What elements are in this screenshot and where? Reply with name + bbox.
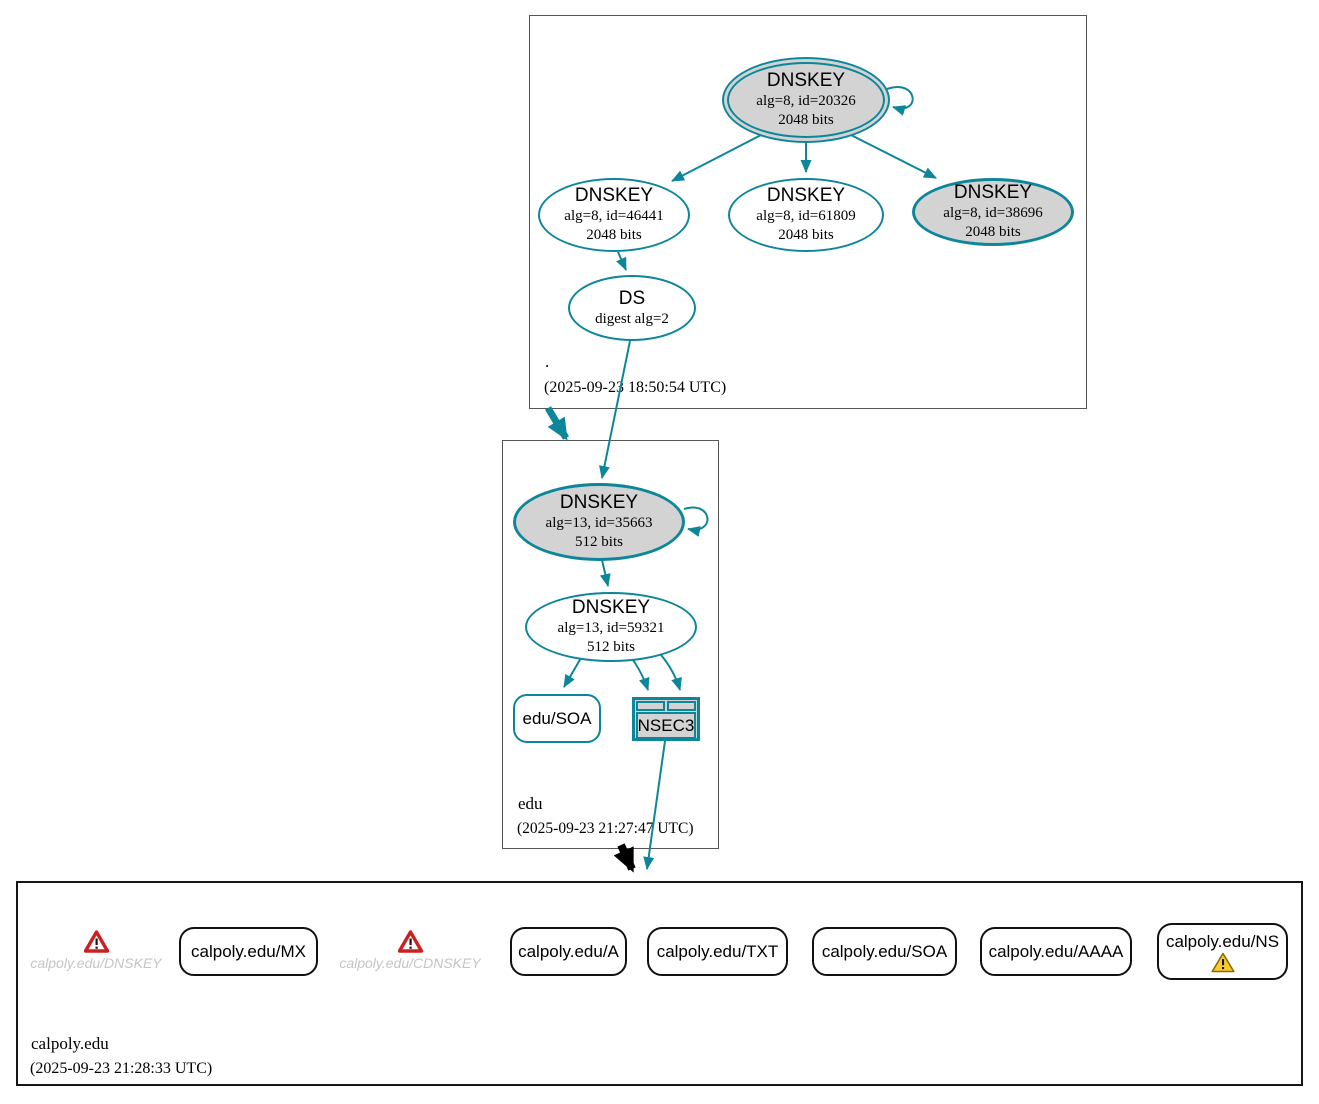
edu-zsk-node[interactable]: DNSKEY alg=13, id=59321 512 bits: [525, 592, 697, 662]
node-label: calpoly.edu/TXT: [656, 941, 779, 961]
node-label: calpoly.edu/MX: [191, 941, 306, 961]
node-title: DNSKEY: [766, 185, 846, 207]
nsec3-node[interactable]: NSEC3: [632, 697, 700, 741]
missing-rrset-dnskey[interactable]: calpoly.edu/DNSKEY: [26, 930, 166, 971]
zone-box-calpoly: [16, 881, 1303, 1086]
warning-icon-red: [397, 930, 423, 953]
node-title: DNSKEY: [953, 182, 1033, 204]
node-label: calpoly.edu/AAAA: [988, 941, 1124, 961]
node-alg-id: alg=8, id=38696: [943, 205, 1043, 222]
node-title: DNSKEY: [571, 597, 651, 619]
node-bits: 2048 bits: [965, 223, 1021, 240]
missing-rrset-label: calpoly.edu/CDNSKEY: [339, 955, 481, 971]
node-bits: 2048 bits: [778, 226, 834, 243]
root-zsk1-node[interactable]: DNSKEY alg=8, id=46441 2048 bits: [538, 178, 690, 252]
node-bits: 512 bits: [587, 638, 635, 655]
rrset-node-ns[interactable]: calpoly.edu/NS: [1157, 923, 1288, 980]
node-label: calpoly.edu/A: [518, 941, 619, 961]
rrset-node-soa[interactable]: calpoly.edu/SOA: [812, 927, 957, 976]
zone-timestamp-root: (2025-09-23 18:50:54 UTC): [544, 379, 727, 396]
node-alg-id: alg=13, id=35663: [545, 515, 653, 532]
node-bits: 2048 bits: [586, 226, 642, 243]
node-digest: digest alg=2: [595, 310, 669, 327]
zone-label-calpoly: calpoly.edu: [31, 1034, 109, 1053]
nsec3-label: NSEC3: [636, 712, 696, 739]
rrset-node-txt[interactable]: calpoly.edu/TXT: [647, 927, 788, 976]
rrset-node-aaaa[interactable]: calpoly.edu/AAAA: [980, 927, 1132, 976]
node-title: DS: [618, 287, 646, 309]
edu-soa-node[interactable]: edu/SOA: [513, 694, 601, 743]
node-title: DNSKEY: [766, 70, 846, 92]
rrset-node-a[interactable]: calpoly.edu/A: [510, 927, 627, 976]
rrset-node-mx[interactable]: calpoly.edu/MX: [179, 927, 318, 976]
edge-secure-delegation-root-edu: [544, 406, 570, 441]
root-ksk-node[interactable]: DNSKEY alg=8, id=20326 2048 bits: [722, 57, 890, 143]
missing-rrset-cdnskey[interactable]: calpoly.edu/CDNSKEY: [335, 930, 485, 971]
zone-label-edu: edu: [518, 794, 543, 813]
root-ds-node[interactable]: DS digest alg=2: [568, 275, 696, 341]
root-zsk3-node[interactable]: DNSKEY alg=8, id=38696 2048 bits: [912, 178, 1074, 246]
nsec3-cell: [667, 701, 696, 711]
node-bits: 2048 bits: [778, 111, 834, 128]
zone-timestamp-edu: (2025-09-23 21:27:47 UTC): [517, 820, 694, 837]
nsec3-cell: [636, 701, 665, 711]
warning-icon-red: [83, 930, 109, 953]
missing-rrset-label: calpoly.edu/DNSKEY: [30, 955, 162, 971]
node-alg-id: alg=13, id=59321: [557, 620, 665, 637]
node-label: calpoly.edu/SOA: [821, 941, 948, 961]
root-zsk2-node[interactable]: DNSKEY alg=8, id=61809 2048 bits: [728, 178, 884, 252]
node-label: edu/SOA: [522, 708, 592, 728]
edu-ksk-node[interactable]: DNSKEY alg=13, id=35663 512 bits: [513, 483, 685, 561]
node-alg-id: alg=8, id=61809: [756, 208, 856, 225]
node-title: DNSKEY: [559, 492, 639, 514]
node-title: DNSKEY: [574, 185, 654, 207]
node-bits: 512 bits: [575, 533, 623, 550]
node-alg-id: alg=8, id=20326: [756, 93, 856, 110]
zone-timestamp-calpoly: (2025-09-23 21:28:33 UTC): [30, 1060, 213, 1077]
node-label: calpoly.edu/NS: [1165, 932, 1280, 951]
node-alg-id: alg=8, id=46441: [564, 208, 664, 225]
zone-label-root: .: [545, 352, 550, 371]
nsec3-header-row: [636, 701, 696, 711]
warning-icon-yellow: [1210, 952, 1235, 973]
